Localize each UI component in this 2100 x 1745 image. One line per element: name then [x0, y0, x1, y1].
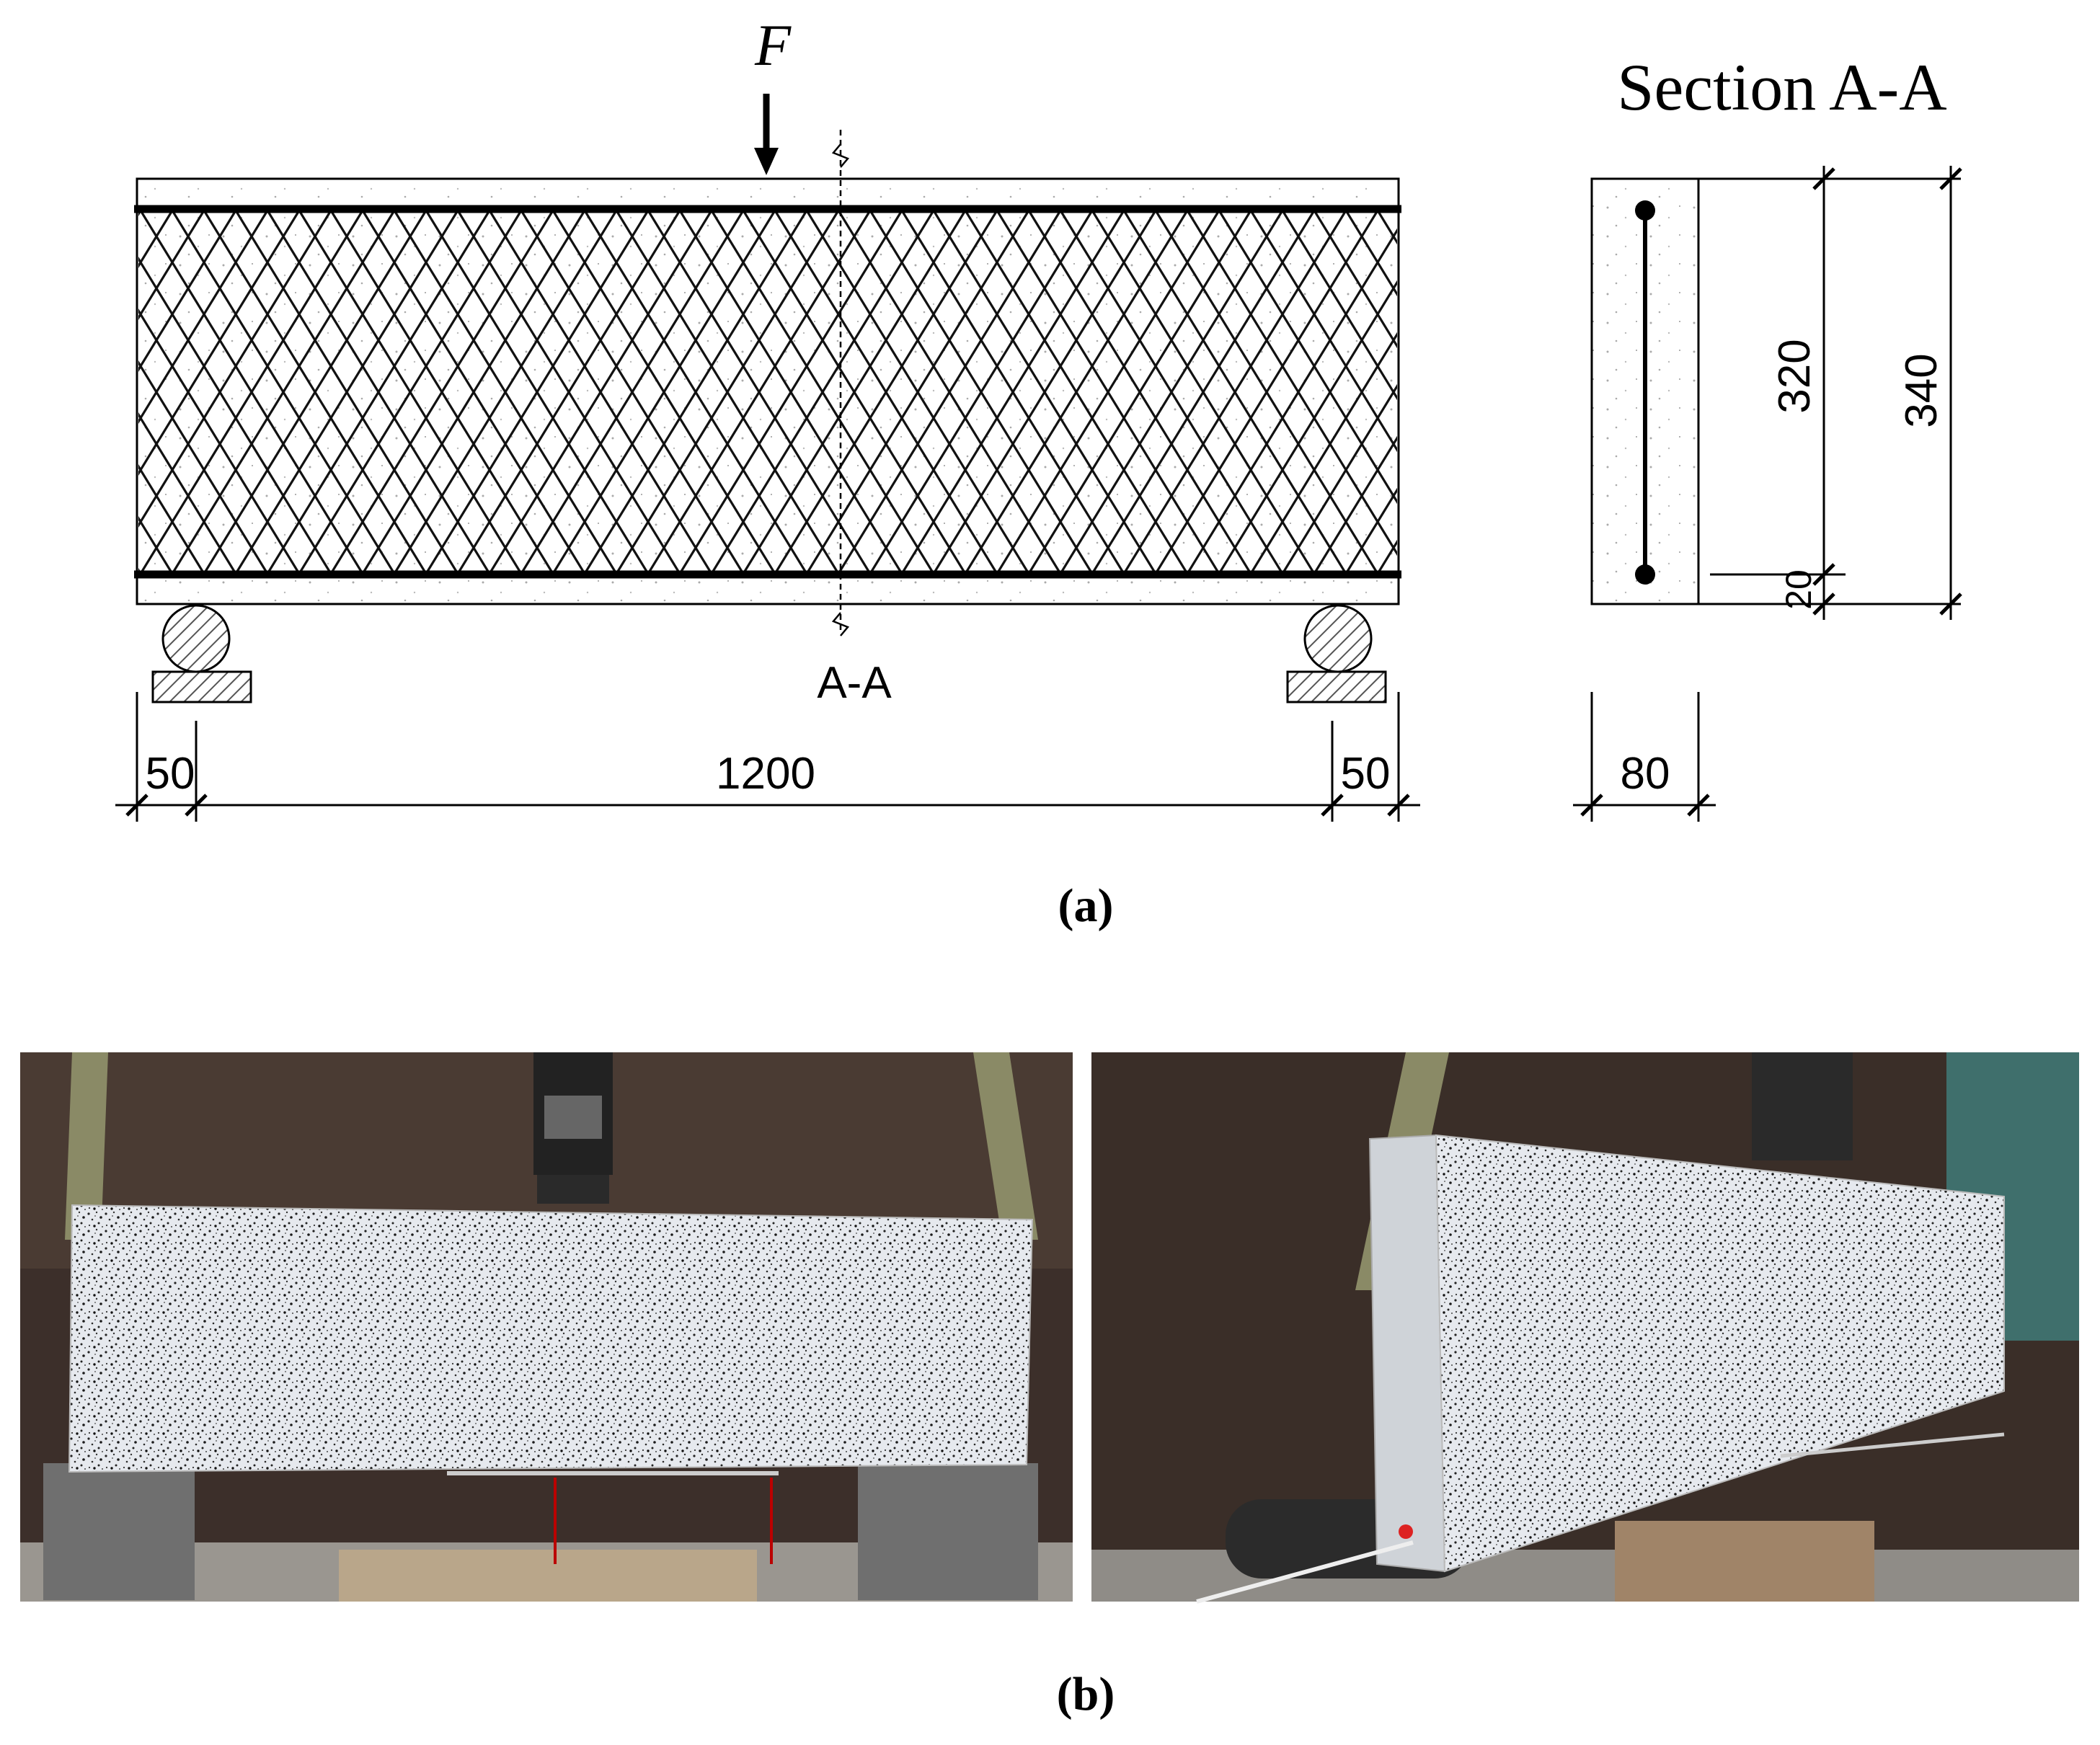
caption-b: (b)	[1057, 1668, 1115, 1720]
beam-perspective-view-photo	[1091, 1052, 2079, 1604]
section-cut-line	[831, 130, 850, 636]
section-width-dimension	[1573, 692, 1716, 822]
section-title: Section A-A	[1617, 50, 1946, 124]
dim-left-overhang: 50	[146, 749, 195, 799]
beam-front-view-photo	[20, 1052, 1073, 1602]
caption-a: (a)	[1058, 879, 1114, 932]
dim-section-width: 80	[1621, 749, 1670, 799]
section-height-dimensions	[1698, 166, 1962, 620]
load-arrow: F	[754, 12, 792, 175]
beam-dimension-line	[115, 692, 1420, 822]
beam-elevation: A-A	[134, 130, 1401, 708]
dim-total-height: 340	[1897, 353, 1946, 427]
right-support	[1286, 604, 1387, 703]
panel-a-drawing: A-A F 50 1200	[115, 12, 1962, 932]
section-bottom-bar	[1635, 564, 1655, 585]
cross-section	[1590, 177, 1700, 605]
dim-right-overhang: 50	[1341, 749, 1391, 799]
dim-inner-height: 320	[1770, 339, 1820, 413]
section-cut-label: A-A	[817, 658, 892, 708]
section-top-bar	[1635, 200, 1655, 221]
reinforcement-mesh	[138, 210, 1397, 574]
force-label: F	[754, 12, 792, 78]
left-support	[151, 604, 252, 703]
dim-span: 1200	[716, 749, 815, 799]
dim-cover: 20	[1778, 569, 1819, 610]
